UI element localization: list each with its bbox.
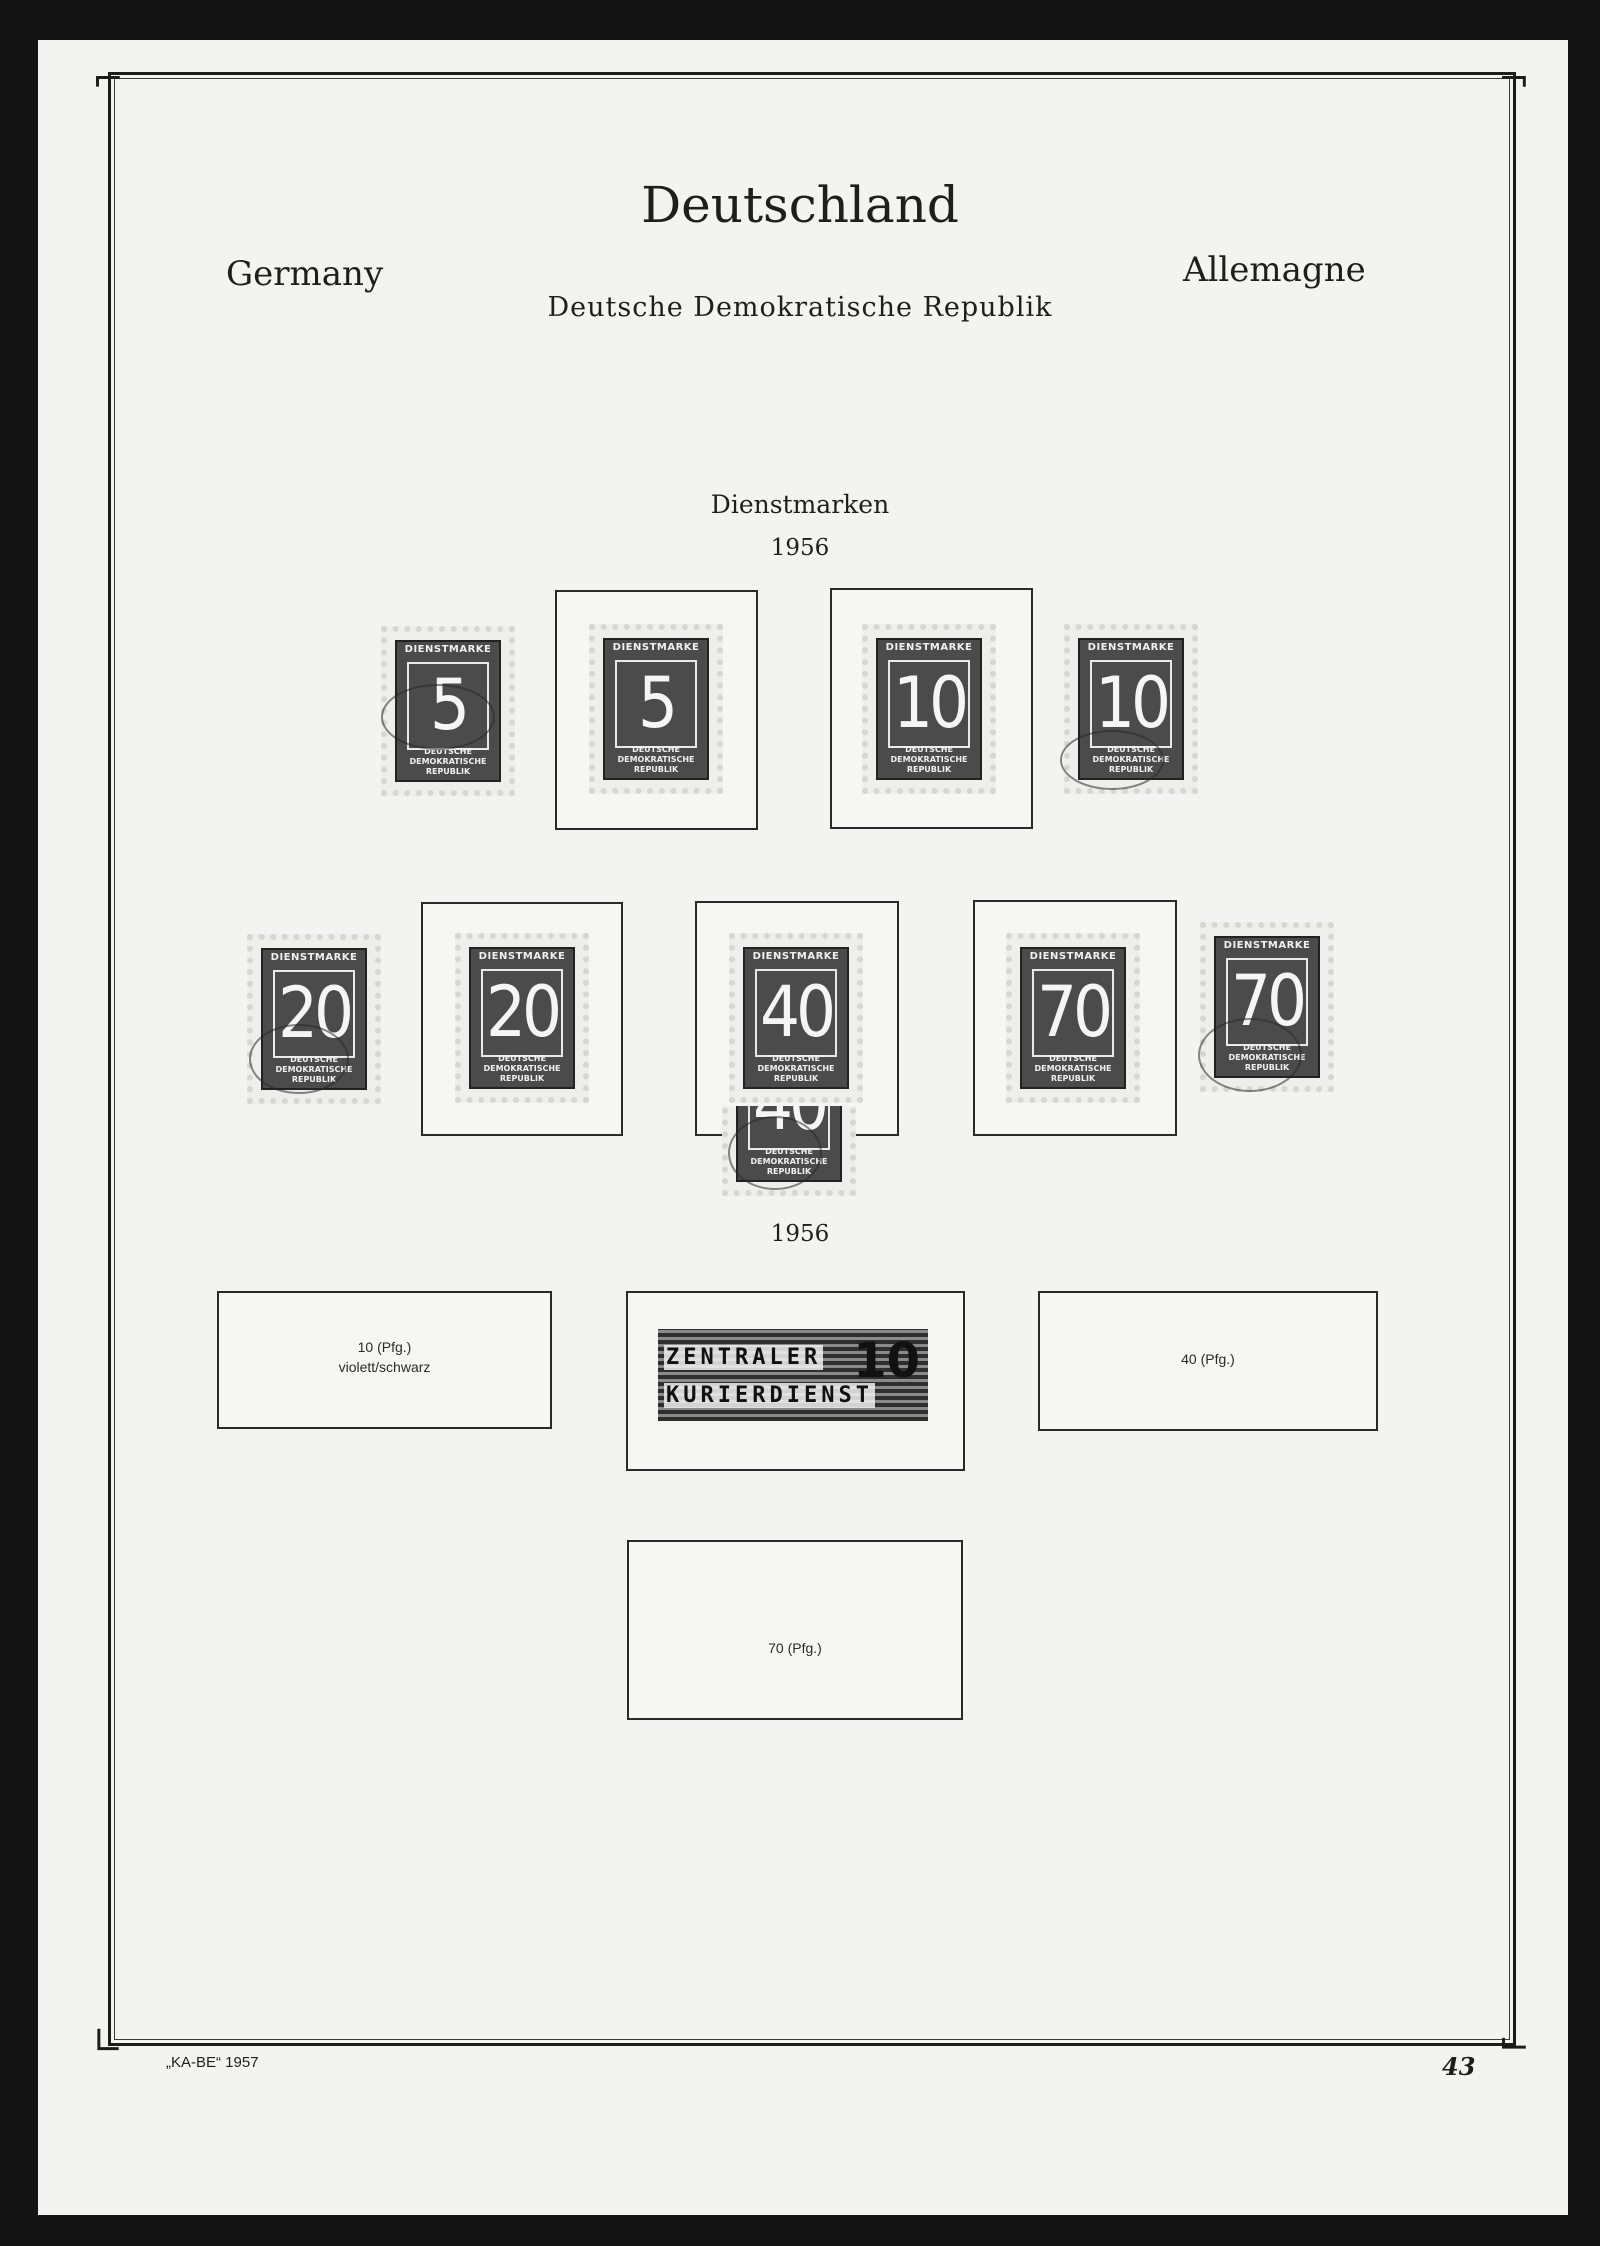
- section-year-1: 1956: [770, 535, 830, 561]
- stamp-value: 20: [485, 971, 562, 1053]
- stamp-top-text: DIENSTMARKE: [1223, 940, 1311, 951]
- stamp-country-line-1: DEUTSCHE: [772, 1054, 820, 1063]
- page-number: 43: [1442, 2052, 1476, 2081]
- stamp-country-line-1: DEUTSCHE: [424, 747, 472, 756]
- stamp-country-line-2: DEMOKRATISCHE REPUBLIK: [1034, 1064, 1112, 1083]
- stamp-top-text: DIENSTMARKE: [1087, 642, 1175, 653]
- zk-line-2: KURIERDIENST: [664, 1383, 875, 1408]
- space-40-pfg: 40 (Pfg.): [1038, 1291, 1378, 1431]
- stamp-top-text: DIENSTMARKE: [752, 951, 840, 962]
- zk-line-1: ZENTRALER: [664, 1345, 824, 1370]
- stamp-inner-frame: [615, 660, 697, 748]
- space-10-pfg: 10 (Pfg.) violett/schwarz: [217, 1291, 552, 1429]
- stamp-value: 10: [1094, 662, 1171, 744]
- page-title: Deutschland: [641, 176, 959, 234]
- title-english: Germany: [226, 254, 384, 294]
- stamp-country-line-2: DEMOKRATISCHE REPUBLIK: [890, 755, 968, 774]
- space-label-4: 70 (Pfg.): [768, 1640, 822, 1656]
- corner-ornament-top-left: ⌐: [92, 57, 124, 101]
- page-subtitle: Deutsche Demokratische Republik: [547, 292, 1053, 323]
- space-label-color: violett/schwarz: [338, 1359, 431, 1375]
- page-border-inner: [114, 78, 1510, 2040]
- stamp-country-line-2: DEMOKRATISCHE REPUBLIK: [757, 1064, 835, 1083]
- stamp-country-line-2: DEMOKRATISCHE REPUBLIK: [409, 757, 487, 776]
- stamp-value: 5: [637, 662, 678, 744]
- stamp-inner-frame: [755, 969, 837, 1057]
- zk-value: 10: [853, 1333, 920, 1389]
- space-label-1: 10 (Pfg.) violett/schwarz: [219, 1337, 550, 1377]
- postmark: [249, 1024, 349, 1094]
- corner-ornament-bottom-left: ∟: [92, 2019, 124, 2063]
- postmark: [381, 684, 495, 750]
- postmark: [728, 1116, 822, 1190]
- stamp-zentraler-kurierdienst: ZENTRALER KURIERDIENST 10: [658, 1329, 928, 1421]
- stamp-country-line-1: DEUTSCHE: [498, 1054, 546, 1063]
- stamp-top-text: DIENSTMARKE: [270, 952, 358, 963]
- stamp-country-line-1: DEUTSCHE: [1049, 1054, 1097, 1063]
- stamp-top-text: DIENSTMARKE: [1029, 951, 1117, 962]
- space-label-3: 40 (Pfg.): [1181, 1351, 1235, 1367]
- section-year-2: 1956: [770, 1221, 830, 1247]
- corner-ornament-bottom-right: ⌙: [1498, 2019, 1530, 2063]
- stamp-country-line-2: DEMOKRATISCHE REPUBLIK: [617, 755, 695, 774]
- stamp-country-line-2: DEMOKRATISCHE REPUBLIK: [483, 1064, 561, 1083]
- stamp-value: 10: [892, 662, 969, 744]
- corner-ornament-top-right: ¬: [1498, 57, 1530, 101]
- stamp-inner-frame: [888, 660, 970, 748]
- title-french: Allemagne: [1183, 250, 1366, 290]
- stamp-top-text: DIENSTMARKE: [478, 951, 566, 962]
- stamp-value: 70: [1036, 971, 1113, 1053]
- page-border: [108, 72, 1516, 2046]
- stamp-top-text: DIENSTMARKE: [404, 644, 492, 655]
- postmark: [1060, 730, 1164, 790]
- stamp-inner-frame: [1032, 969, 1114, 1057]
- section-title: Dienstmarken: [710, 490, 890, 519]
- stamp-top-text: DIENSTMARKE: [612, 642, 700, 653]
- postmark: [1198, 1018, 1302, 1092]
- stamp-value: 40: [759, 971, 836, 1053]
- publisher-note: „KA-BE“ 1957: [166, 2054, 259, 2071]
- space-label-value: 10 (Pfg.): [357, 1339, 412, 1355]
- stamp-inner-frame: [481, 969, 563, 1057]
- stamp-country-line-1: DEUTSCHE: [632, 745, 680, 754]
- stamp-country-line-1: DEUTSCHE: [905, 745, 953, 754]
- space-70-pfg: 70 (Pfg.): [627, 1540, 963, 1720]
- stamp-top-text: DIENSTMARKE: [885, 642, 973, 653]
